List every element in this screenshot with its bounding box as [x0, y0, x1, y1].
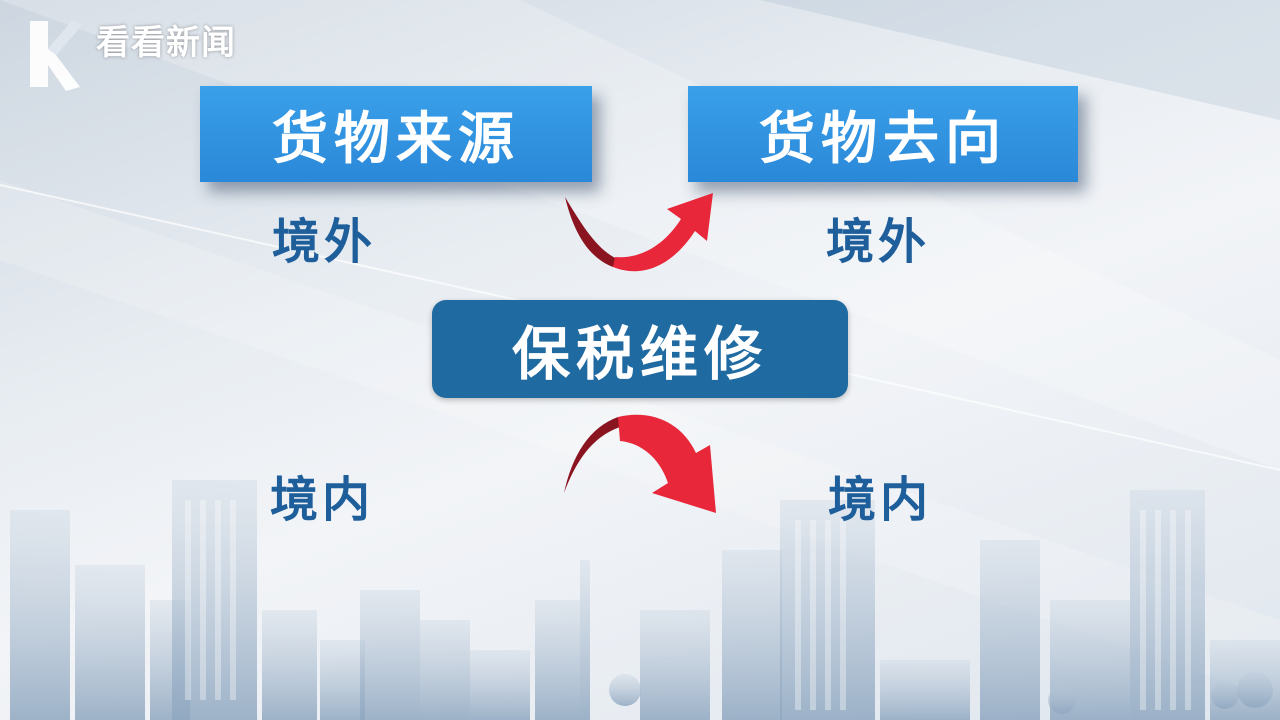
kankan-k-logo-icon: [30, 21, 82, 91]
brand-name: 看看新闻: [96, 22, 236, 63]
source-bottom-label: 境内: [270, 472, 375, 528]
arrow-up-right-icon: [565, 193, 713, 272]
source-top-label: 境外: [272, 214, 377, 270]
source-header: 货物来源: [200, 86, 592, 182]
destination-header: 货物去向: [688, 86, 1078, 182]
dest-bottom-label: 境内: [828, 472, 933, 528]
arrow-down-right-icon: [564, 414, 716, 513]
brand-logo: 看看新闻: [22, 14, 236, 94]
center-process-box: 保税维修: [432, 300, 848, 398]
dest-top-label: 境外: [826, 214, 931, 270]
